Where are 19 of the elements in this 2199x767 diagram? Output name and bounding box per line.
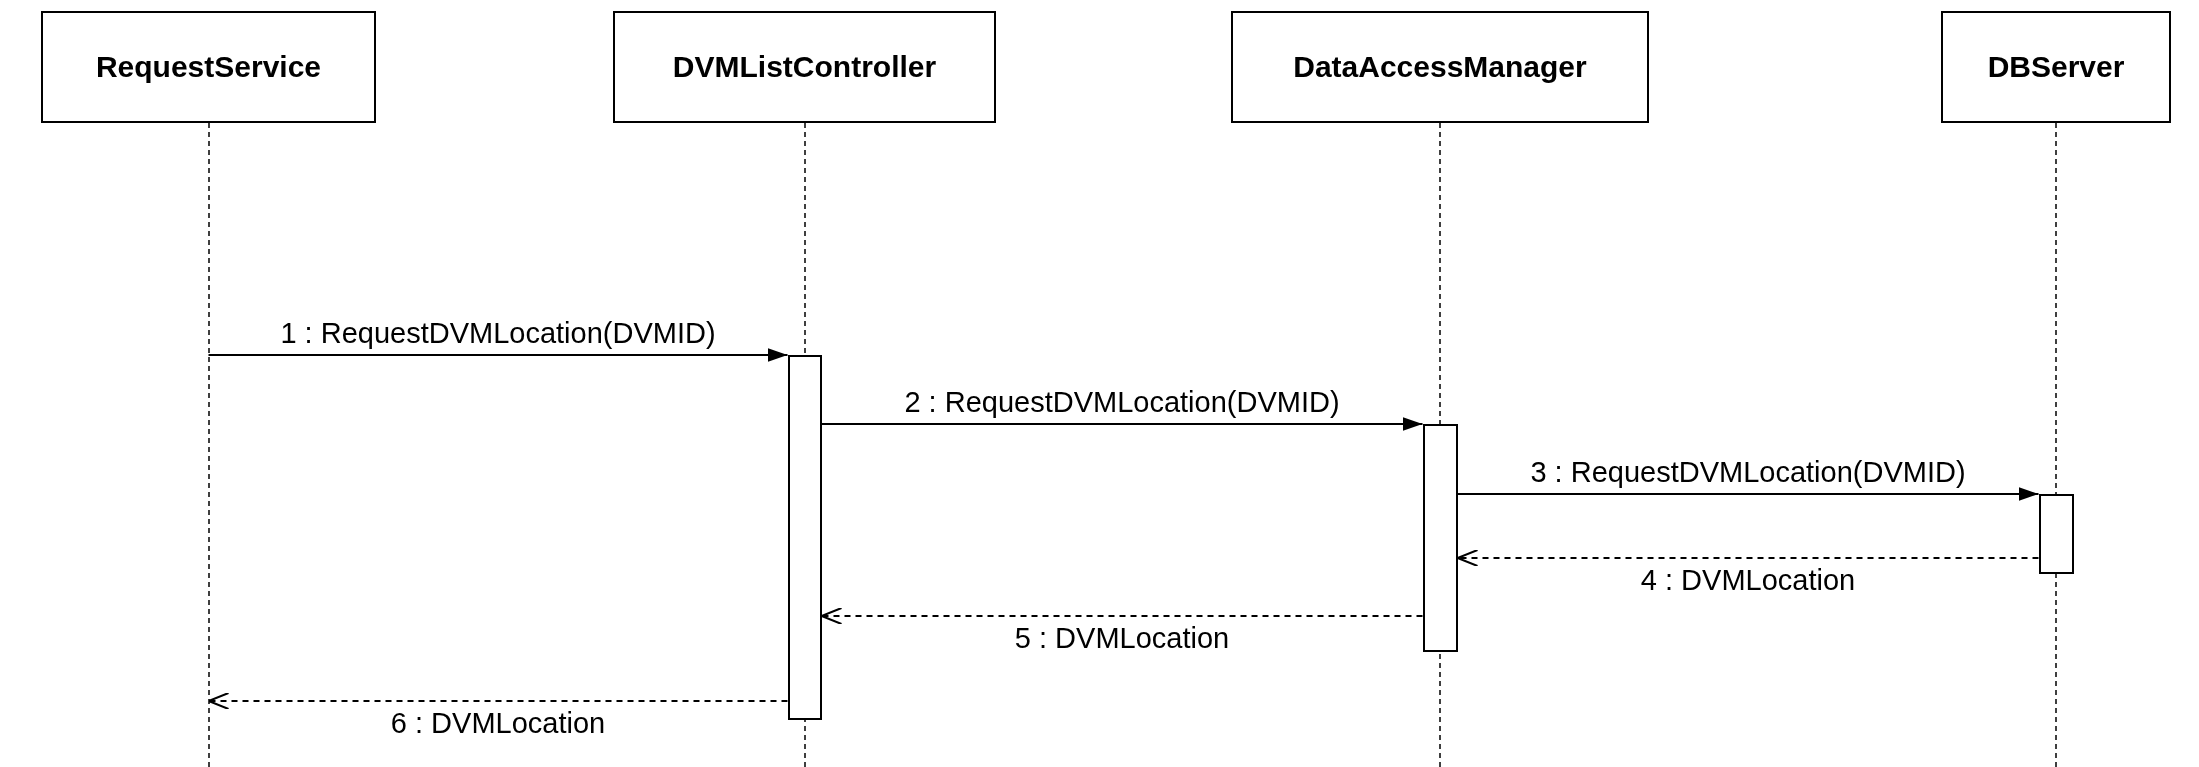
activation-bar — [1422, 424, 1458, 652]
participant-name: DVMListController — [672, 50, 937, 84]
message-label: 2 : RequestDVMLocation(DVMID) — [904, 386, 1340, 418]
message-label: 6 : DVMLocation — [390, 707, 606, 739]
return-message-arrow — [820, 607, 1424, 625]
message-label: 5 : DVMLocation — [1014, 622, 1230, 654]
message-label: 3 : RequestDVMLocation(DVMID) — [1530, 456, 1966, 488]
return-message-arrow — [207, 692, 789, 710]
participant-name: DBServer — [1987, 50, 2125, 84]
message-arrow — [207, 348, 789, 362]
activation-bar — [787, 355, 822, 720]
message-label: 1 : RequestDVMLocation(DVMID) — [280, 317, 716, 349]
return-message-arrow — [1456, 549, 2040, 567]
message-arrow — [820, 417, 1424, 431]
activation-bar — [2038, 494, 2074, 574]
message-arrow — [1456, 487, 2040, 501]
message-label: 4 : DVMLocation — [1640, 564, 1856, 596]
participant-name: DataAccessManager — [1293, 50, 1587, 84]
participant-name: RequestService — [95, 50, 322, 84]
